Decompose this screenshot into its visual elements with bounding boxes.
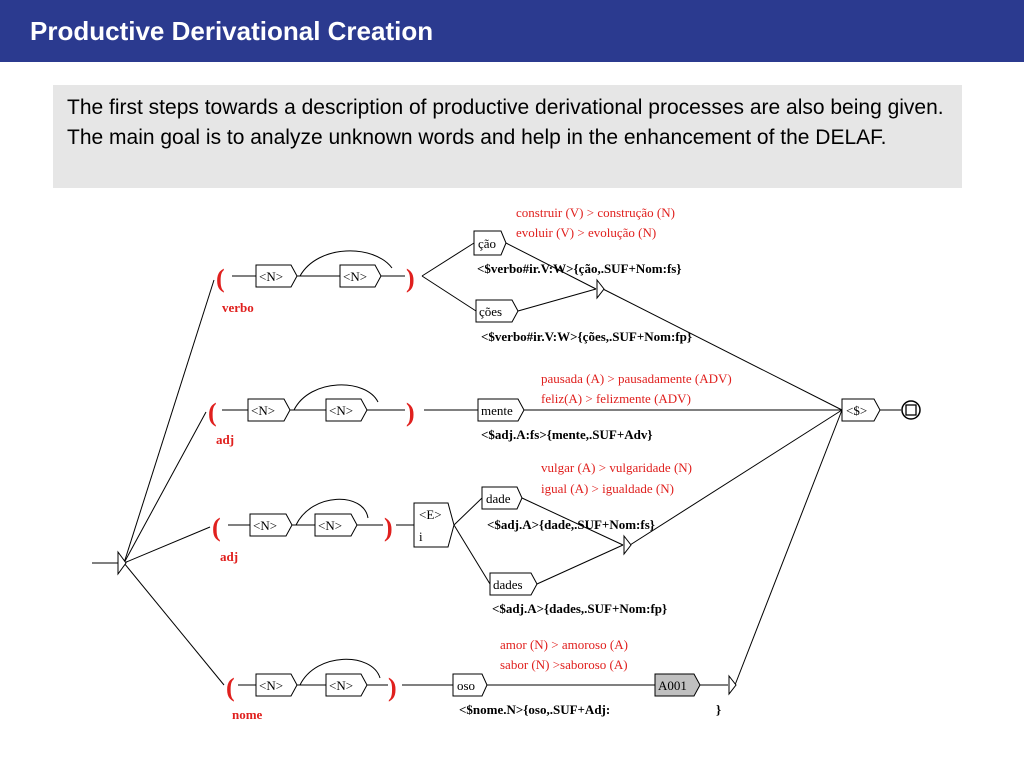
box-n-row4-b xyxy=(325,673,368,697)
box-dades xyxy=(489,572,538,596)
box-end xyxy=(841,398,881,422)
box-n-label: <N> xyxy=(259,678,283,693)
example-text: igual (A) > igualdade (N) xyxy=(541,481,674,496)
open-paren: ( xyxy=(226,673,235,702)
example-text: construir (V) > construção (N) xyxy=(516,205,675,220)
box-end-label: <$> xyxy=(846,403,867,418)
example-text: evoluir (V) > evolução (N) xyxy=(516,225,656,240)
merge-node-nome xyxy=(728,674,737,696)
output-code: <$nome.N>{oso,.SUF+Adj: xyxy=(459,702,610,717)
box-coes-label: ções xyxy=(479,304,502,319)
close-paren: ) xyxy=(384,513,393,542)
box-mente-label: mente xyxy=(481,403,513,418)
title-bar: Productive Derivational Creation xyxy=(0,0,1024,62)
box-oso xyxy=(452,673,488,697)
example-text: sabor (N) >saboroso (A) xyxy=(500,657,628,672)
output-code: } xyxy=(716,702,721,717)
close-paren: ) xyxy=(406,398,415,427)
example-text: vulgar (A) > vulgaridade (N) xyxy=(541,460,692,475)
description-text: The first steps towards a description of… xyxy=(67,96,944,149)
merge-node-verbo xyxy=(596,278,605,300)
box-n-row4-a xyxy=(255,673,298,697)
merge-node-dade xyxy=(623,534,632,556)
box-coes xyxy=(475,299,519,323)
output-code: <$verbo#ir.V:W>{ções,.SUF+Nom:fp} xyxy=(481,329,692,344)
box-n-row2-b xyxy=(325,398,368,422)
subgraph-label: A001 xyxy=(658,678,687,693)
branch-label-adj: adj xyxy=(216,432,234,447)
box-n-row3-b xyxy=(314,513,358,537)
initial-node xyxy=(117,550,127,576)
final-state xyxy=(901,400,921,420)
box-e-sub-label: i xyxy=(419,529,423,544)
box-e-label: <E> xyxy=(419,507,442,522)
box-n-label: <N> xyxy=(251,403,275,418)
page-title: Productive Derivational Creation xyxy=(30,16,434,46)
box-n-label: <N> xyxy=(329,403,353,418)
box-n-row1-a xyxy=(255,264,298,288)
close-paren: ) xyxy=(406,264,415,293)
example-text: amor (N) > amoroso (A) xyxy=(500,637,628,652)
open-paren: ( xyxy=(216,264,225,293)
output-code: <$verbo#ir.V:W>{ção,.SUF+Nom:fs} xyxy=(477,261,681,276)
box-n-label: <N> xyxy=(318,518,342,533)
box-oso-label: oso xyxy=(457,678,475,693)
example-text: pausada (A) > pausadamente (ADV) xyxy=(541,371,732,386)
output-code: <$adj.A:fs>{mente,.SUF+Adv} xyxy=(481,427,653,442)
box-n-label: <N> xyxy=(329,678,353,693)
branch-label-verbo: verbo xyxy=(222,300,254,315)
box-mente xyxy=(477,398,525,422)
box-cao-label: ção xyxy=(478,236,496,251)
box-n-label: <N> xyxy=(343,269,367,284)
output-code: <$adj.A>{dade,.SUF+Nom:fs} xyxy=(487,517,655,532)
branch-label-adj: adj xyxy=(220,549,238,564)
box-e xyxy=(413,502,455,548)
open-paren: ( xyxy=(208,398,217,427)
box-n-label: <N> xyxy=(253,518,277,533)
box-cao xyxy=(473,230,507,256)
open-paren: ( xyxy=(212,513,221,542)
box-n-row3-a xyxy=(249,513,293,537)
example-text: feliz(A) > felizmente (ADV) xyxy=(541,391,691,406)
box-dade xyxy=(481,486,523,510)
box-n-row1-b xyxy=(339,264,382,288)
box-dade-label: dade xyxy=(486,491,511,506)
branch-label-nome: nome xyxy=(232,707,263,722)
box-n-row2-a xyxy=(247,398,291,422)
box-subgraph xyxy=(654,673,701,697)
output-code: <$adj.A>{dades,.SUF+Nom:fp} xyxy=(492,601,667,616)
box-n-label: <N> xyxy=(259,269,283,284)
box-dades-label: dades xyxy=(493,577,523,592)
description-box: The first steps towards a description of… xyxy=(53,85,962,188)
close-paren: ) xyxy=(388,673,397,702)
